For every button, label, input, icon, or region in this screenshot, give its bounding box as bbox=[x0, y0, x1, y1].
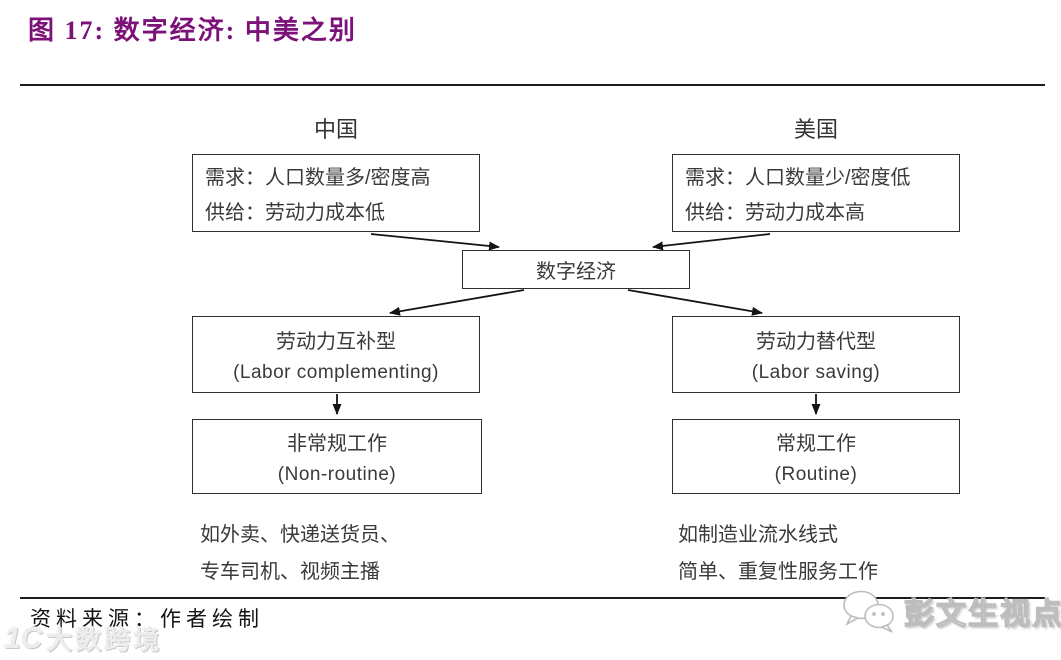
dashukuajing-watermark-text: 大数跨境 bbox=[46, 625, 163, 655]
pengwensheng-watermark-text: 彭文生视点 bbox=[903, 597, 1061, 631]
us-supply-text: 供给：劳动力成本高 bbox=[685, 202, 865, 224]
arrow-center-to-china-mid bbox=[389, 289, 525, 316]
arrow-center-to-us-mid bbox=[627, 289, 763, 316]
source-note: 资料来源：作者绘制 bbox=[30, 607, 264, 631]
us-demand-supply-box: 需求：人口数量少/密度低 供给：劳动力成本高 bbox=[672, 154, 960, 232]
china-example-line1: 如外卖、快递送货员、 bbox=[200, 524, 400, 546]
china-labor-type-box: 劳动力互补型 (Labor complementing) bbox=[192, 316, 480, 393]
bottom-divider-line bbox=[20, 597, 1045, 599]
us-labor-type-en: (Labor saving) bbox=[751, 362, 881, 383]
us-work-type-cn: 常规工作 bbox=[776, 433, 856, 456]
us-demand-text: 需求：人口数量少/密度低 bbox=[685, 167, 911, 189]
top-divider-line bbox=[20, 84, 1045, 86]
us-examples: 如制造业流水线式 简单、重复性服务工作 bbox=[678, 517, 878, 591]
china-labor-type-en: (Labor complementing) bbox=[233, 362, 439, 383]
china-work-type-cn: 非常规工作 bbox=[287, 433, 387, 456]
china-labor-type-cn: 劳动力互补型 bbox=[276, 331, 396, 353]
us-work-type-en: (Routine) bbox=[774, 463, 858, 485]
china-column-header: 中国 bbox=[313, 117, 358, 142]
dashukuajing-logo-icon: 1C bbox=[4, 622, 43, 655]
us-labor-type-box: 劳动力替代型 (Labor saving) bbox=[672, 316, 960, 393]
watermark-bottom-right: 彭文生视点 bbox=[840, 588, 1061, 634]
figure-title: 图 17: 数字经济: 中美之别 bbox=[28, 16, 357, 45]
arrow-us-top-to-center bbox=[652, 233, 771, 251]
china-demand-supply-box: 需求：人口数量多/密度高 供给：劳动力成本低 bbox=[192, 154, 480, 232]
us-column-header: 美国 bbox=[793, 117, 838, 142]
china-supply-text: 供给：劳动力成本低 bbox=[205, 202, 385, 224]
china-work-type-box: 非常规工作 (Non-routine) bbox=[192, 419, 482, 494]
china-demand-text: 需求：人口数量多/密度高 bbox=[205, 167, 431, 189]
wechat-icon bbox=[843, 590, 894, 633]
digital-economy-box: 数字经济 bbox=[462, 250, 690, 289]
arrow-china-top-to-center bbox=[370, 233, 500, 251]
china-work-type-en: (Non-routine) bbox=[277, 463, 397, 485]
china-example-line2: 专车司机、视频主播 bbox=[200, 561, 380, 583]
us-example-line2: 简单、重复性服务工作 bbox=[678, 561, 878, 583]
us-example-line1: 如制造业流水线式 bbox=[678, 524, 838, 546]
us-work-type-box: 常规工作 (Routine) bbox=[672, 419, 960, 494]
china-examples: 如外卖、快递送货员、 专车司机、视频主播 bbox=[200, 517, 400, 591]
us-labor-type-cn: 劳动力替代型 bbox=[756, 331, 876, 353]
digital-economy-label: 数字经济 bbox=[536, 261, 616, 283]
watermark-bottom-left: 1C 大数跨境 bbox=[4, 622, 163, 656]
